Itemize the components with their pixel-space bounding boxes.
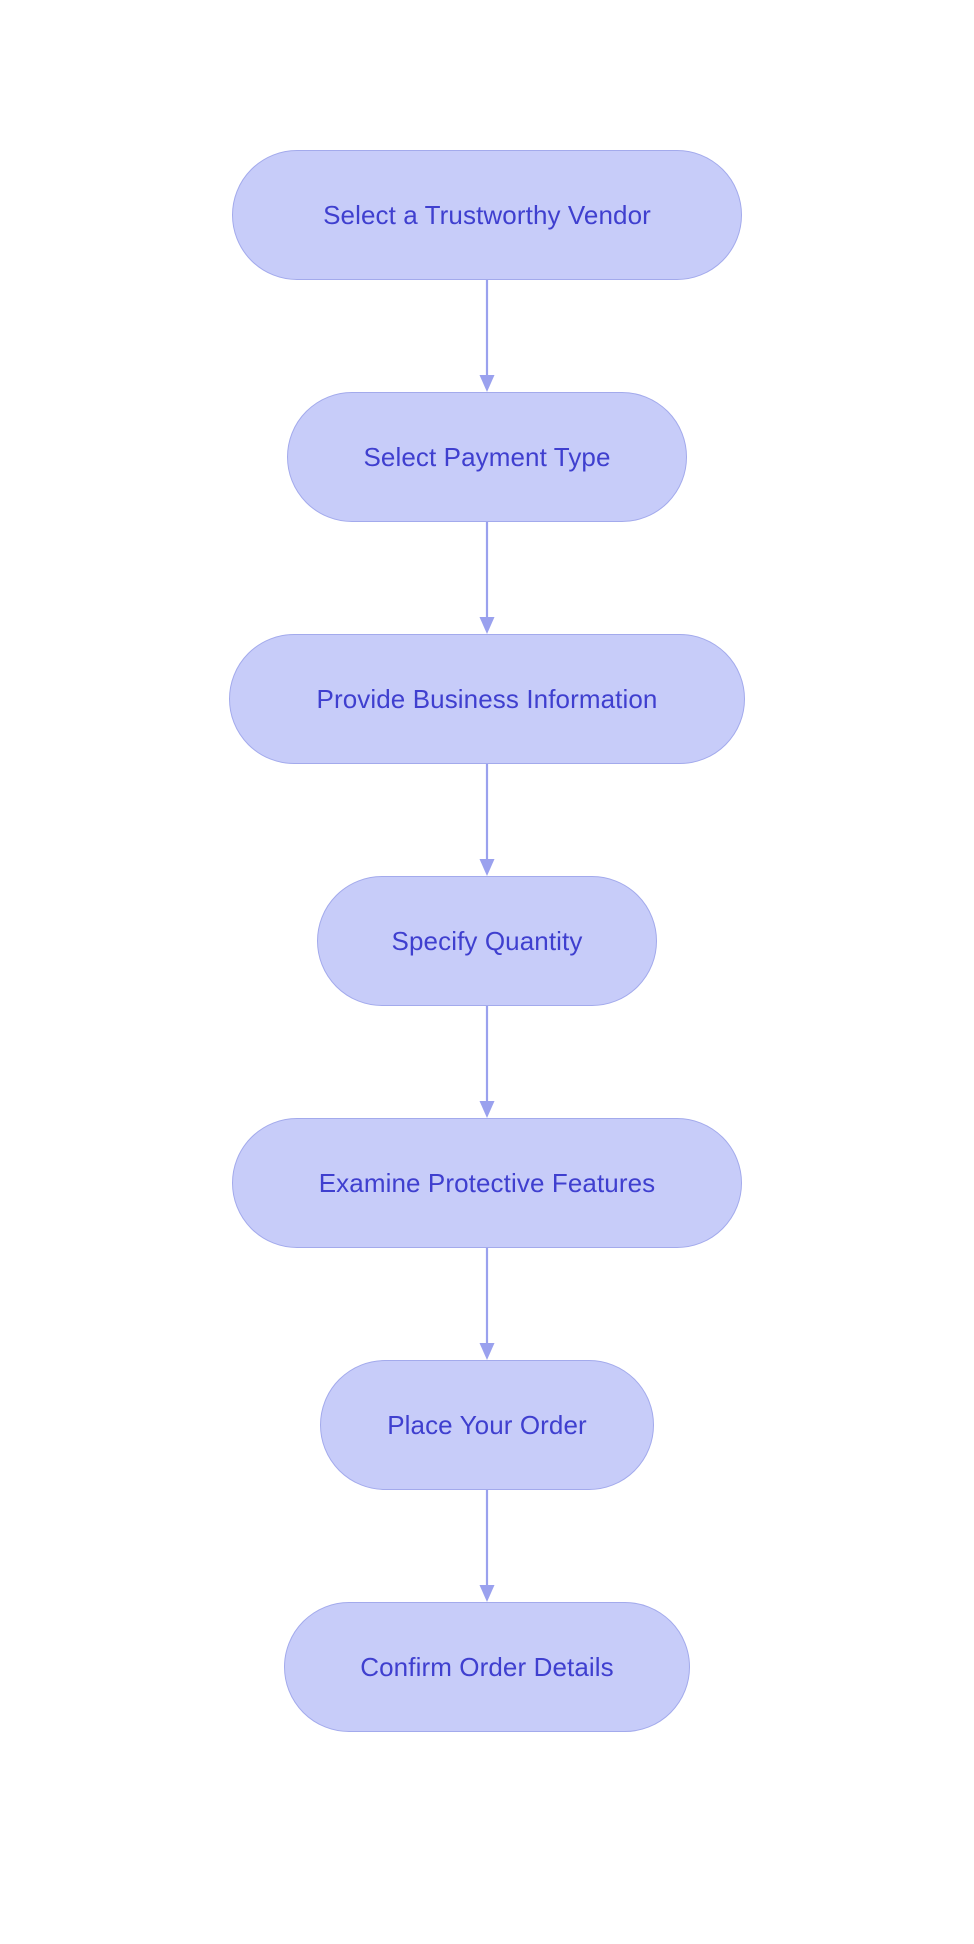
flow-node-confirm-order-details[interactable]: Confirm Order Details bbox=[284, 1602, 690, 1732]
arrow-down-icon bbox=[479, 1490, 495, 1602]
flow-node-examine-protective-features[interactable]: Examine Protective Features bbox=[232, 1118, 742, 1248]
flow-node-specify-quantity[interactable]: Specify Quantity bbox=[317, 876, 657, 1006]
arrow-down-icon bbox=[479, 1006, 495, 1118]
flow-node-label: Provide Business Information bbox=[316, 684, 658, 714]
flow-node-label: Place Your Order bbox=[387, 1410, 587, 1440]
arrow-down-icon bbox=[479, 280, 495, 392]
flow-edge-n4-n5 bbox=[477, 1006, 497, 1118]
flow-edge-n1-n2 bbox=[477, 280, 497, 392]
flow-node-label: Specify Quantity bbox=[391, 926, 583, 956]
flow-node-select-a-trustworthy-vendor[interactable]: Select a Trustworthy Vendor bbox=[232, 150, 742, 280]
flow-node-select-payment-type[interactable]: Select Payment Type bbox=[287, 392, 687, 522]
arrow-down-icon bbox=[479, 522, 495, 634]
flow-edge-n6-n7 bbox=[477, 1490, 497, 1602]
flow-node-label: Confirm Order Details bbox=[360, 1652, 614, 1682]
arrow-down-icon bbox=[479, 764, 495, 876]
flow-node-place-your-order[interactable]: Place Your Order bbox=[320, 1360, 654, 1490]
flow-edge-n3-n4 bbox=[477, 764, 497, 876]
flow-node-label: Select Payment Type bbox=[363, 442, 611, 472]
flow-edge-n2-n3 bbox=[477, 522, 497, 634]
arrow-down-icon bbox=[479, 1248, 495, 1360]
flow-edge-n5-n6 bbox=[477, 1248, 497, 1360]
flow-node-label: Select a Trustworthy Vendor bbox=[323, 200, 651, 230]
flow-node-provide-business-information[interactable]: Provide Business Information bbox=[229, 634, 745, 764]
flow-node-label: Examine Protective Features bbox=[318, 1168, 656, 1198]
